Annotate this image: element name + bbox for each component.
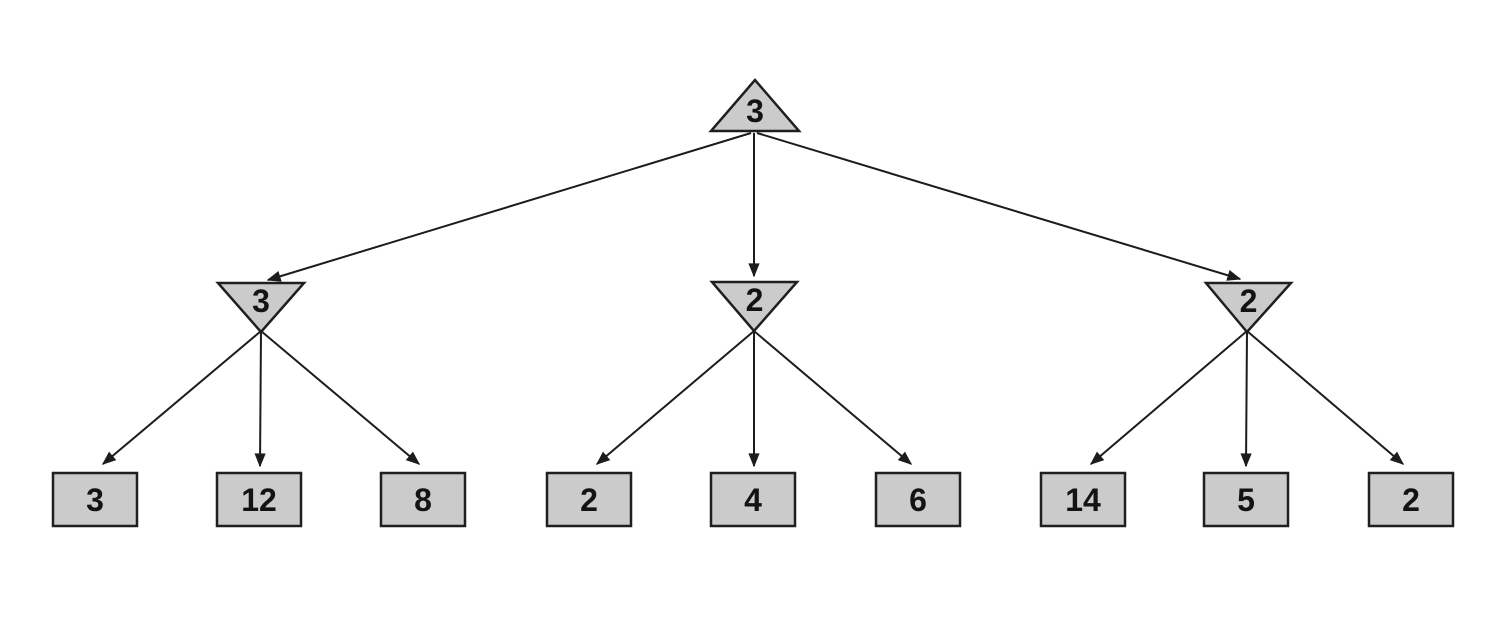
leaf-node-shape-5 bbox=[874, 471, 962, 528]
leaf-node-shape-8 bbox=[1367, 471, 1455, 528]
leaf-node-shape-1 bbox=[215, 471, 303, 528]
edge-min1-to-leaf-0 bbox=[595, 330, 755, 465]
min-node-shape-0 bbox=[215, 281, 307, 334]
node-shapes bbox=[51, 78, 1455, 528]
edge-root-to-min-2 bbox=[756, 132, 1242, 281]
leaf-node-shape-2 bbox=[379, 471, 467, 528]
edge-min0-to-leaf-2 bbox=[260, 330, 421, 465]
edge-min0-to-leaf-1 bbox=[254, 330, 266, 468]
min-node-shape-1 bbox=[709, 280, 800, 333]
edge-min2-to-leaf-2 bbox=[1246, 330, 1405, 465]
leaf-node-shape-3 bbox=[545, 471, 633, 528]
min-node-shape-2 bbox=[1203, 281, 1294, 334]
edges-leaf-level bbox=[101, 330, 1405, 468]
leaf-node-shape-0 bbox=[51, 471, 139, 528]
edge-min2-to-leaf-1 bbox=[1240, 330, 1252, 468]
edge-min0-to-leaf-0 bbox=[101, 330, 262, 465]
edge-root-to-min-0 bbox=[266, 132, 752, 282]
leaf-node-shape-6 bbox=[1039, 471, 1127, 528]
leaf-node-shape-4 bbox=[709, 471, 797, 528]
edge-min1-to-leaf-2 bbox=[753, 330, 913, 465]
edges-root-level bbox=[266, 132, 1242, 282]
edge-min2-to-leaf-0 bbox=[1089, 330, 1248, 465]
leaf-node-shape-7 bbox=[1202, 471, 1290, 528]
max-node-shape bbox=[708, 78, 802, 133]
